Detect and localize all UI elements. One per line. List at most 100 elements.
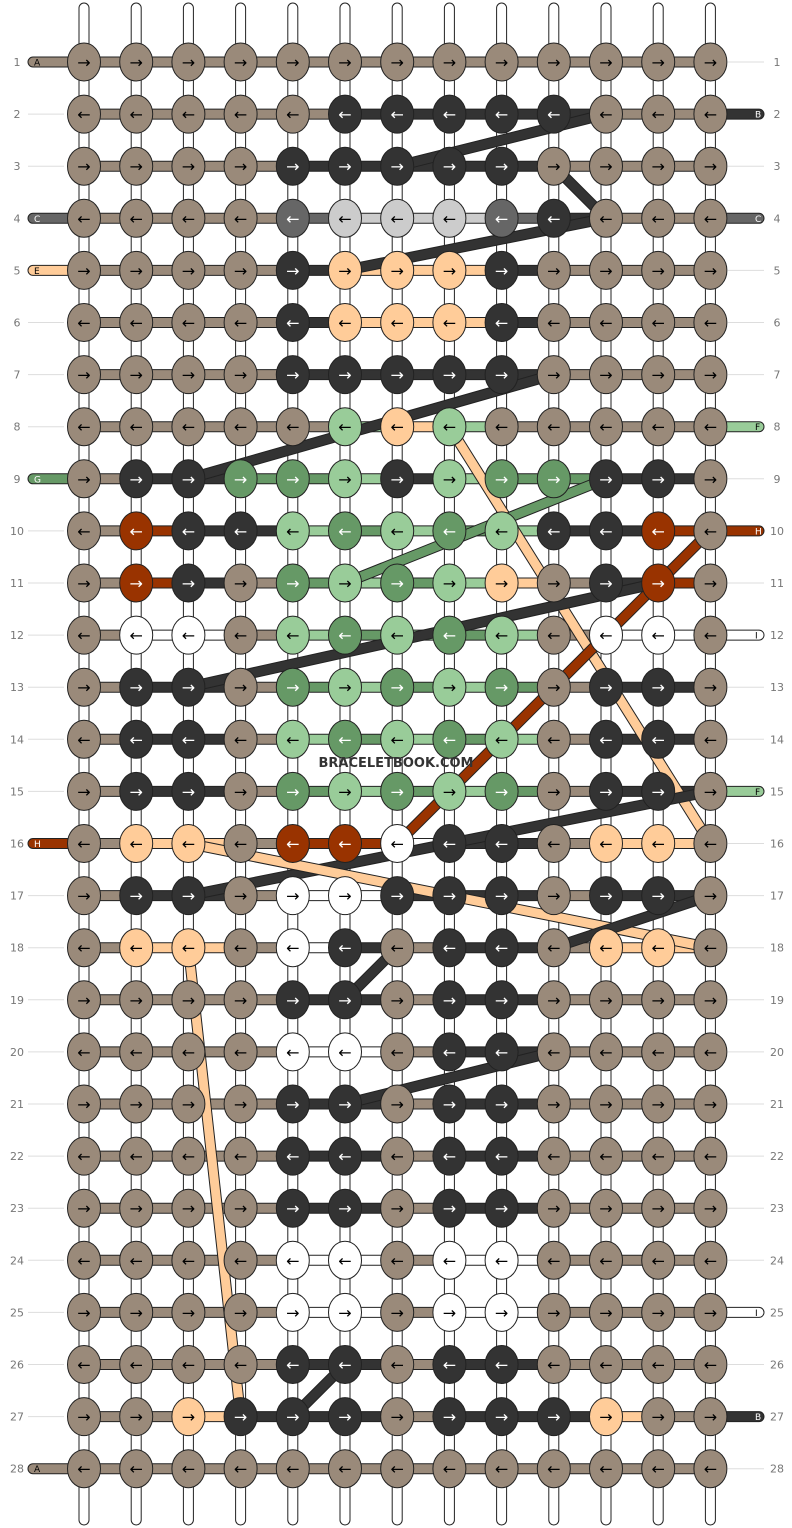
knot: [484, 1345, 519, 1384]
arrow-right-icon: →: [390, 887, 403, 906]
knot: [328, 511, 362, 551]
knot: [119, 1084, 154, 1124]
arrow-left-icon: ←: [77, 730, 90, 749]
arrow-right-icon: →: [129, 157, 142, 176]
knot: [536, 250, 571, 290]
arrow-left-icon: ←: [704, 1356, 717, 1375]
diagonal-thread: [183, 578, 663, 692]
left-string-letter: G: [34, 475, 41, 485]
arrow-left-icon: ←: [234, 1356, 247, 1375]
arrow-right-icon: →: [77, 887, 90, 906]
knot: [171, 1136, 206, 1176]
knot: [171, 563, 206, 603]
knot: [328, 980, 362, 1020]
knot: [693, 719, 728, 759]
arrow-right-icon: →: [390, 366, 403, 385]
knot: [432, 667, 467, 707]
knot: [693, 1345, 728, 1384]
arrow-right-icon: →: [651, 1408, 664, 1427]
knot: [484, 563, 519, 603]
knot: [589, 1449, 623, 1489]
row-number-right: 8: [774, 421, 781, 434]
knot: [67, 615, 101, 655]
arrow-right-icon: →: [704, 1408, 717, 1427]
knot: [484, 1032, 519, 1072]
knot: [67, 1032, 101, 1072]
watermark-text: BRACELETBOOK.COM: [319, 756, 474, 771]
arrow-right-icon: →: [495, 366, 508, 385]
knot: [484, 42, 519, 82]
knot: [589, 94, 623, 134]
arrow-left-icon: ←: [182, 626, 195, 645]
knot: [380, 250, 415, 290]
knot: [67, 719, 101, 759]
knot: [223, 563, 258, 603]
knot: [67, 1136, 101, 1176]
knot: [641, 355, 676, 395]
arrow-right-icon: →: [77, 1095, 90, 1114]
arrow-right-icon: →: [390, 1408, 403, 1427]
knot: [536, 928, 571, 968]
knot: [693, 824, 728, 863]
arrow-left-icon: ←: [599, 314, 612, 333]
arrow-right-icon: →: [77, 1408, 90, 1427]
knot: [484, 615, 519, 655]
knot: [536, 1345, 571, 1384]
knot: [536, 94, 571, 134]
arrow-left-icon: ←: [286, 1356, 299, 1375]
knot: [641, 1397, 676, 1437]
arrow-right-icon: →: [338, 470, 351, 489]
knot: [484, 876, 519, 916]
knot: [536, 1292, 571, 1332]
knot: [67, 146, 101, 186]
knot: [432, 771, 467, 811]
knot: [275, 824, 310, 863]
knot: [536, 1032, 571, 1072]
knot: [67, 407, 101, 447]
row-number-left: 17: [10, 890, 24, 903]
knot: [484, 980, 519, 1020]
knot: [67, 94, 101, 134]
knot: [380, 511, 415, 551]
arrow-left-icon: ←: [234, 1251, 247, 1270]
arrow-right-icon: →: [286, 157, 299, 176]
knot: [589, 667, 623, 707]
row-number-left: 3: [14, 160, 21, 173]
row-number-right: 21: [770, 1098, 784, 1111]
knot: [171, 1188, 206, 1228]
arrow-right-icon: →: [443, 991, 456, 1010]
arrow-left-icon: ←: [338, 626, 351, 645]
knot: [275, 146, 310, 186]
knot: [693, 771, 728, 811]
arrow-right-icon: →: [390, 470, 403, 489]
arrow-right-icon: →: [547, 1199, 560, 1218]
arrow-right-icon: →: [443, 157, 456, 176]
knot: [693, 303, 728, 342]
knot: [171, 1032, 206, 1072]
arrow-right-icon: →: [651, 678, 664, 697]
arrow-left-icon: ←: [182, 314, 195, 333]
arrow-left-icon: ←: [182, 1147, 195, 1166]
knot: [223, 876, 258, 916]
knot: [67, 198, 101, 238]
knot: [432, 563, 467, 603]
arrow-right-icon: →: [77, 470, 90, 489]
knot: [536, 146, 571, 186]
arrow-right-icon: →: [286, 1408, 299, 1427]
knot: [432, 980, 467, 1020]
arrow-right-icon: →: [704, 261, 717, 280]
arrow-right-icon: →: [443, 470, 456, 489]
right-string-letter: I: [755, 1309, 758, 1319]
knot: [641, 511, 676, 551]
knot: [223, 459, 258, 499]
knot: [380, 1240, 415, 1280]
arrow-left-icon: ←: [77, 314, 90, 333]
knot: [119, 1136, 154, 1176]
knot: [275, 250, 310, 290]
knot: [536, 355, 571, 395]
arrow-right-icon: →: [651, 53, 664, 72]
knot: [380, 1032, 415, 1072]
left-string-letter: E: [34, 267, 40, 277]
arrow-right-icon: →: [338, 53, 351, 72]
arrow-left-icon: ←: [338, 1043, 351, 1062]
